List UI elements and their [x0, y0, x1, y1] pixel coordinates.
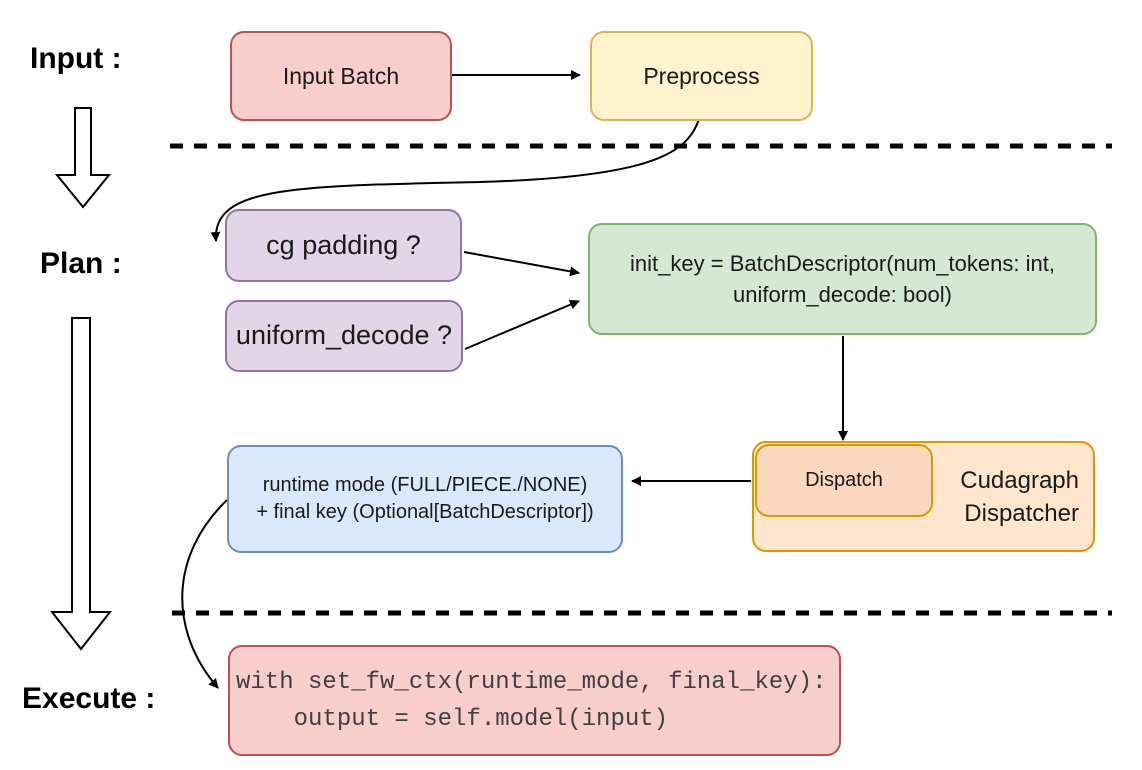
node-init-key-line2: uniform_decode: bool)	[733, 282, 952, 307]
arrow-runtime-mode-to-execute-code	[181, 499, 228, 689]
node-runtime-line2: + final key (Optional[BatchDescriptor])	[256, 501, 594, 523]
node-runtime-mode: runtime mode (FULL/PIECE./NONE) + final …	[227, 445, 623, 553]
node-cudagraph-line2: Dispatcher	[964, 499, 1079, 527]
node-dispatch: Dispatch	[755, 444, 933, 517]
arrow-preprocess-to-cg-padding	[210, 118, 700, 242]
node-cudagraph-line1: Cudagraph	[960, 466, 1079, 494]
arrow-uniform-decode-to-init-key	[464, 299, 580, 350]
node-input-batch: Input Batch	[230, 31, 452, 121]
node-cg-padding-label: cg padding ?	[266, 229, 421, 260]
stage-label-plan: Plan :	[40, 247, 122, 280]
stage-arrow-input-to-plan	[54, 107, 112, 209]
node-runtime-line1: runtime mode (FULL/PIECE./NONE)	[262, 474, 588, 496]
node-execute-code-line1: with set_fw_ctx(runtime_mode, final_key)…	[236, 668, 827, 696]
node-input-batch-label: Input Batch	[282, 62, 400, 89]
node-uniform-decode-label: uniform_decode ?	[235, 320, 453, 351]
node-uniform-decode: uniform_decode ?	[225, 300, 463, 372]
stage-arrow-plan-to-execute	[49, 317, 113, 651]
node-dispatch-label: Dispatch	[805, 469, 883, 491]
arrow-cg-padding-to-init-key	[463, 251, 580, 277]
node-preprocess-label: Preprocess	[643, 62, 760, 89]
node-init-key-line1: init_key = BatchDescriptor(num_tokens: i…	[630, 251, 1055, 276]
node-preprocess: Preprocess	[590, 31, 813, 121]
node-cg-padding: cg padding ?	[225, 209, 462, 282]
node-execute-code-line2: output = self.model(input)	[236, 705, 669, 733]
stage-label-execute: Execute :	[22, 682, 156, 715]
node-execute-code: with set_fw_ctx(runtime_mode, final_key)…	[228, 645, 841, 756]
node-init-key: init_key = BatchDescriptor(num_tokens: i…	[588, 223, 1097, 335]
stage-label-input: Input :	[30, 42, 122, 75]
